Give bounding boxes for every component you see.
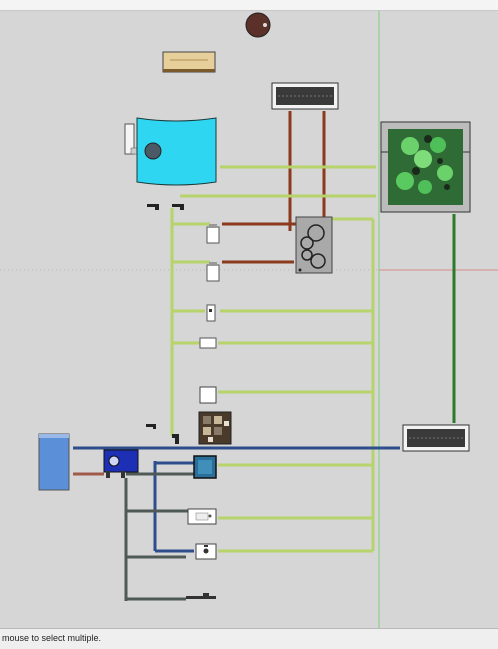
sink-2[interactable] <box>195 543 217 560</box>
top-toolbar-strip <box>0 0 498 11</box>
tap-4[interactable] <box>199 337 217 349</box>
tile-block[interactable] <box>198 411 232 445</box>
status-message: mouse to select multiple. <box>2 633 102 643</box>
tap-2[interactable] <box>206 262 220 282</box>
plumbing-scene[interactable] <box>0 11 498 628</box>
round-fixture[interactable] <box>245 12 271 38</box>
sink-1[interactable] <box>187 508 217 525</box>
wooden-crate[interactable] <box>162 51 216 73</box>
blue-fixture[interactable] <box>193 455 217 479</box>
garden-bed[interactable] <box>380 121 471 213</box>
pump-unit[interactable] <box>103 449 139 478</box>
model-viewport[interactable] <box>0 11 498 628</box>
tap-3[interactable] <box>206 304 216 322</box>
cooktop[interactable] <box>295 216 333 274</box>
water-tank[interactable] <box>124 117 217 186</box>
solar-panel[interactable] <box>38 433 70 491</box>
lower-grate[interactable] <box>402 424 470 452</box>
top-grate[interactable] <box>271 82 339 110</box>
tank-valves[interactable] <box>147 204 184 210</box>
status-bar: mouse to select multiple. <box>0 628 498 649</box>
drain-outlet[interactable] <box>186 593 216 599</box>
riser-fittings[interactable] <box>146 424 179 444</box>
white-box[interactable] <box>199 386 217 404</box>
tap-1[interactable] <box>206 224 220 244</box>
